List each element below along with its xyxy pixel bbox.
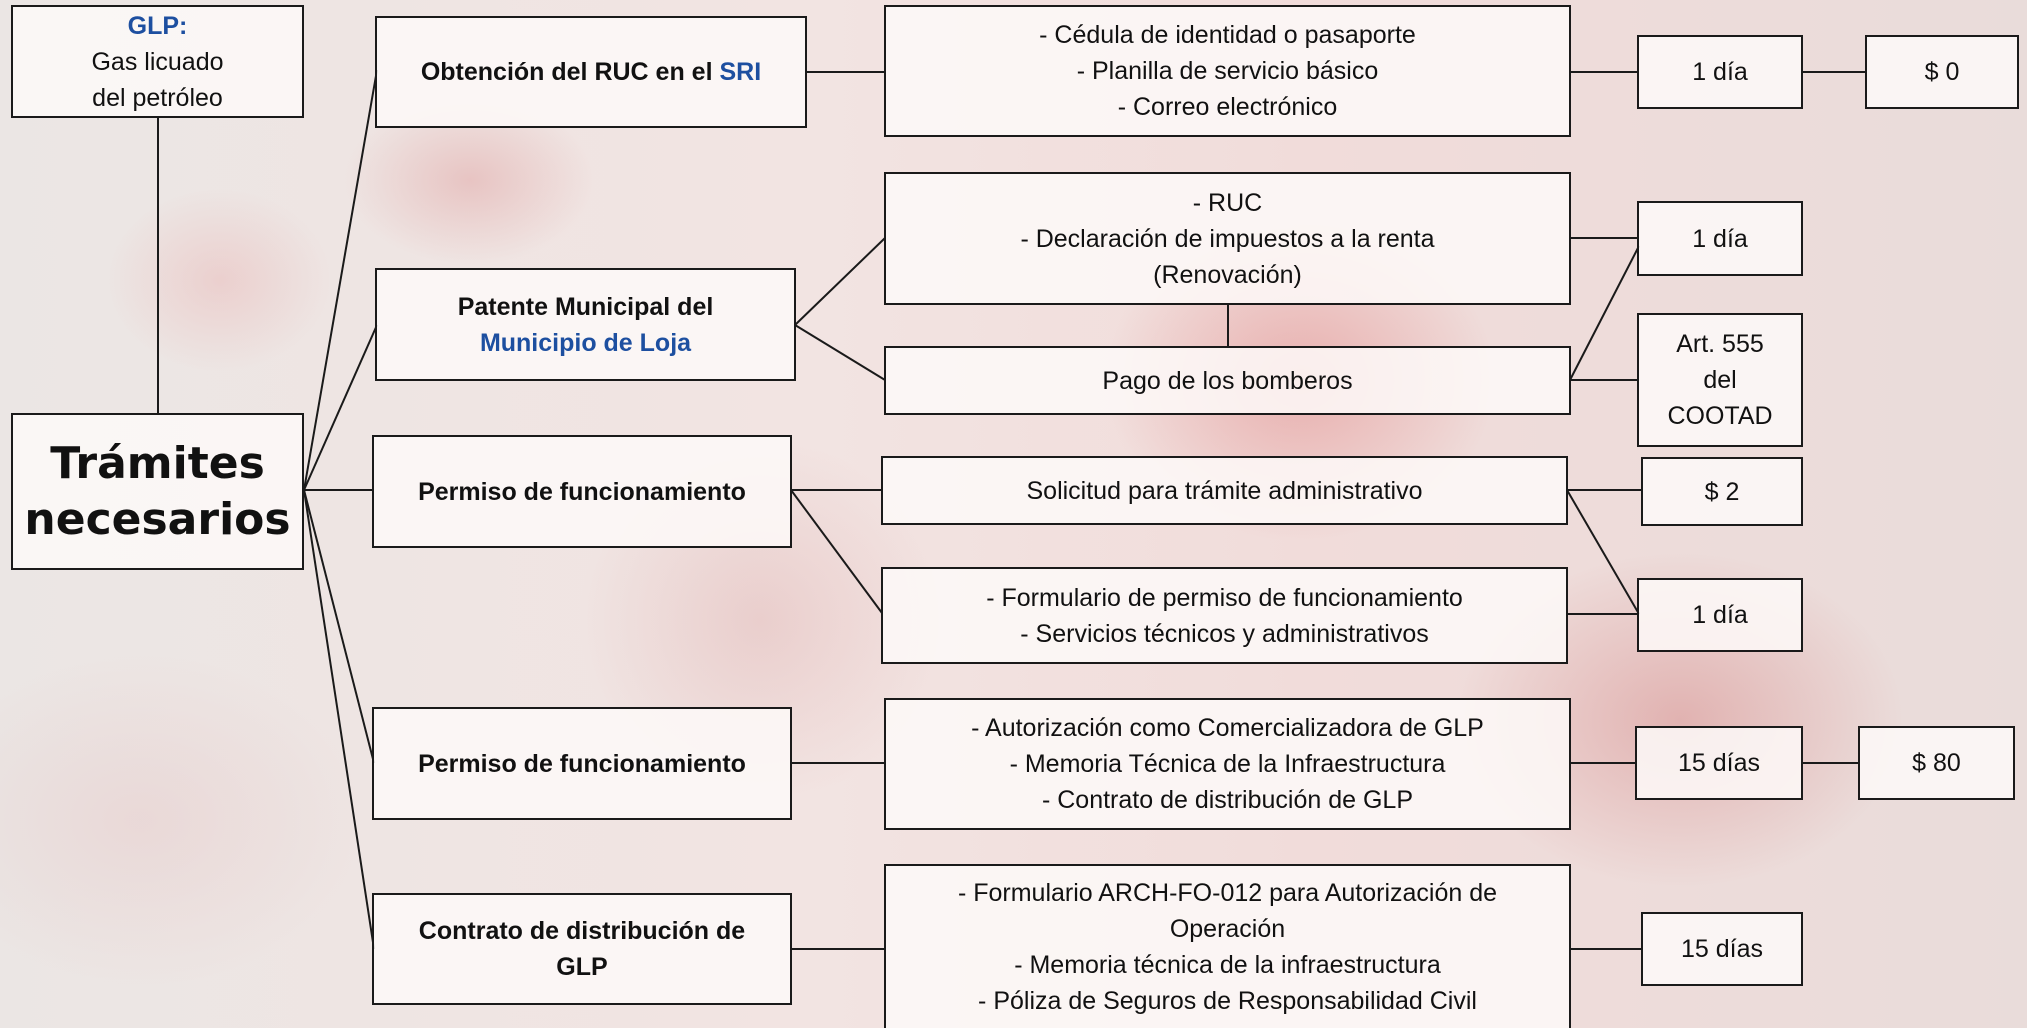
root-node: Trámites necesarios <box>11 413 304 570</box>
time-label: 15 días <box>1677 749 1760 777</box>
requirement-item: - Servicios técnicos y administrativos <box>1020 619 1429 648</box>
branch2-requirements-a: - RUC - Declaración de impuestos a la re… <box>884 172 1571 305</box>
requirement-item: - Formulario ARCH-FO-012 para Autorizaci… <box>957 879 1498 907</box>
legend-desc-line2: del petróleo <box>92 83 223 112</box>
branch5-title-box: Contrato de distribución de GLP <box>372 893 792 1005</box>
time-label: 1 día <box>1692 601 1748 629</box>
branch4-title-box: Permiso de funcionamiento <box>372 707 792 820</box>
branch1-title-box: Obtención del RUC en el SRI <box>375 16 807 128</box>
cost-label: $ 2 <box>1704 477 1740 506</box>
connector-b3-reqa-time <box>1566 489 1640 615</box>
requirement-item: - Correo electrónico <box>1117 93 1338 121</box>
connector-b2-reqb <box>794 324 886 381</box>
law-line: del <box>1703 366 1737 394</box>
branch4-requirements: - Autorización como Comercializadora de … <box>884 698 1571 830</box>
requirement-item: - Planilla de servicio básico <box>1076 57 1379 85</box>
requirement-item: Solicitud para trámite administrativo <box>1026 476 1423 505</box>
law-line: Art. 555 <box>1676 330 1764 358</box>
requirement-item: (Renovación) <box>1153 260 1302 289</box>
connector-b3-reqb <box>790 489 883 614</box>
legend-box: GLP: Gas licuado del petróleo <box>11 5 304 118</box>
branch3-requirement-a: Solicitud para trámite administrativo <box>881 456 1568 525</box>
requirement-item: - Contrato de distribución de GLP <box>1041 786 1414 814</box>
branch3-requirements-b: - Formulario de permiso de funcionamient… <box>881 567 1568 664</box>
connector-root-branch2 <box>303 324 378 491</box>
requirement-item: - Formulario de permiso de funcionamient… <box>986 583 1463 612</box>
branch2-law: Art. 555 del COOTAD <box>1637 313 1803 447</box>
branch3-cost: $ 2 <box>1641 457 1803 526</box>
connector-b2-reqa <box>794 237 886 326</box>
connector-root-branch4 <box>303 489 375 764</box>
requirement-item: - Memoria técnica de la infraestructura <box>1014 951 1441 979</box>
time-label: 15 días <box>1680 935 1763 963</box>
branch1-requirements: - Cédula de identidad o pasaporte - Plan… <box>884 5 1571 137</box>
requirement-item: - Póliza de Seguros de Responsabilidad C… <box>978 987 1477 1015</box>
branch3-title: Permiso de funcionamiento <box>418 477 746 506</box>
branch4-title: Permiso de funcionamiento <box>418 749 746 778</box>
requirement-item: Operación <box>1169 915 1286 943</box>
branch2-title-line1: Patente Municipal del <box>457 292 714 321</box>
branch5-title-line2: GLP <box>556 953 608 981</box>
root-title-line2: necesarios <box>24 493 291 545</box>
branch1-title-accent: SRI <box>719 58 762 86</box>
connector-root-branch5 <box>303 489 375 950</box>
requirement-item: - Declaración de impuestos a la renta <box>1020 224 1435 253</box>
branch5-requirements: - Formulario ARCH-FO-012 para Autorizaci… <box>884 864 1571 1028</box>
cost-label: $ 0 <box>1924 58 1960 86</box>
branch1-title: Obtención del RUC en el <box>420 58 713 86</box>
law-line: COOTAD <box>1667 402 1773 430</box>
branch2-requirement-b: Pago de los bomberos <box>884 346 1571 415</box>
branch1-cost: $ 0 <box>1865 35 2019 109</box>
cost-label: $ 80 <box>1912 749 1961 777</box>
branch4-cost: $ 80 <box>1858 726 2015 800</box>
branch5-time: 15 días <box>1641 912 1803 986</box>
branch2-time: 1 día <box>1637 201 1803 276</box>
legend-abbr: GLP: <box>127 11 188 40</box>
branch2-title-accent: Municipio de Loja <box>479 328 692 357</box>
requirement-item: Pago de los bomberos <box>1102 366 1353 395</box>
time-label: 1 día <box>1692 58 1748 86</box>
requirement-item: - Autorización como Comercializadora de … <box>971 714 1484 742</box>
connector-b2-reqb-time <box>1569 245 1640 381</box>
branch3-time: 1 día <box>1637 578 1803 652</box>
requirement-item: - RUC <box>1192 188 1263 217</box>
root-title-line1: Trámites <box>50 437 265 489</box>
connector-root-branch1 <box>303 69 378 491</box>
legend-desc-line1: Gas licuado <box>91 47 224 76</box>
time-label: 1 día <box>1692 224 1748 253</box>
branch3-title-box: Permiso de funcionamiento <box>372 435 792 548</box>
branch5-title-line1: Contrato de distribución de <box>418 917 746 945</box>
branch4-time: 15 días <box>1635 726 1803 800</box>
branch1-time: 1 día <box>1637 35 1803 109</box>
requirement-item: - Memoria Técnica de la Infraestructura <box>1009 750 1446 778</box>
requirement-item: - Cédula de identidad o pasaporte <box>1039 21 1416 49</box>
branch2-title-box: Patente Municipal del Municipio de Loja <box>375 268 796 381</box>
